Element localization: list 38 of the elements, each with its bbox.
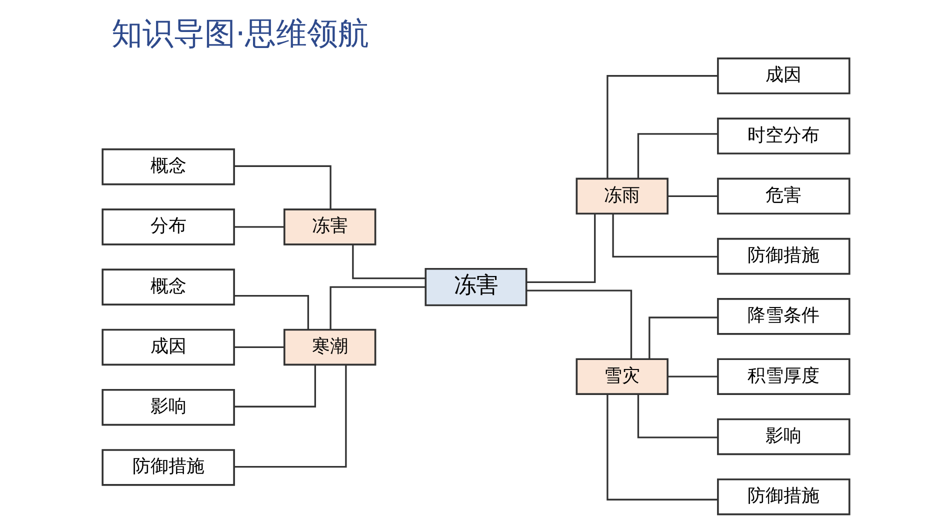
connector (234, 294, 310, 330)
connector (668, 195, 718, 197)
node-box: 防御措施 (717, 478, 850, 516)
connector (637, 133, 718, 178)
node-box: 时空分布 (717, 118, 850, 154)
connector (637, 394, 718, 438)
node-box: 概念 (102, 268, 235, 306)
connector (668, 376, 718, 378)
node-box: 雪灾 (576, 358, 668, 395)
node-box: 冻雨 (576, 178, 668, 215)
connector (526, 214, 596, 284)
node-box: 积雪厚度 (717, 358, 850, 395)
connector (234, 364, 347, 468)
node-box: 分布 (102, 208, 235, 246)
node-box: 危害 (717, 178, 850, 215)
node-box: 影响 (102, 388, 235, 426)
diagram-title: 知识导图·思维领航 (111, 16, 370, 52)
node-box: 冻害 (424, 268, 528, 306)
node-box: 成因 (717, 58, 850, 94)
connector (234, 226, 284, 228)
node-box: 成因 (102, 328, 235, 366)
connector (330, 286, 426, 330)
connector (234, 346, 284, 348)
node-box: 冻害 (283, 208, 376, 246)
node-box: 寒潮 (283, 328, 376, 366)
node-box: 防御措施 (102, 449, 235, 486)
connector (526, 290, 632, 359)
connector (234, 364, 316, 408)
node-box: 降雪条件 (717, 298, 850, 335)
connector (352, 244, 426, 280)
node-box: 影响 (717, 418, 850, 456)
connector (648, 316, 718, 359)
connector (612, 214, 718, 258)
node-box: 防御措施 (717, 238, 850, 275)
node-box: 概念 (102, 148, 235, 186)
connector (606, 75, 718, 178)
connector (234, 165, 332, 209)
connector (606, 394, 718, 500)
